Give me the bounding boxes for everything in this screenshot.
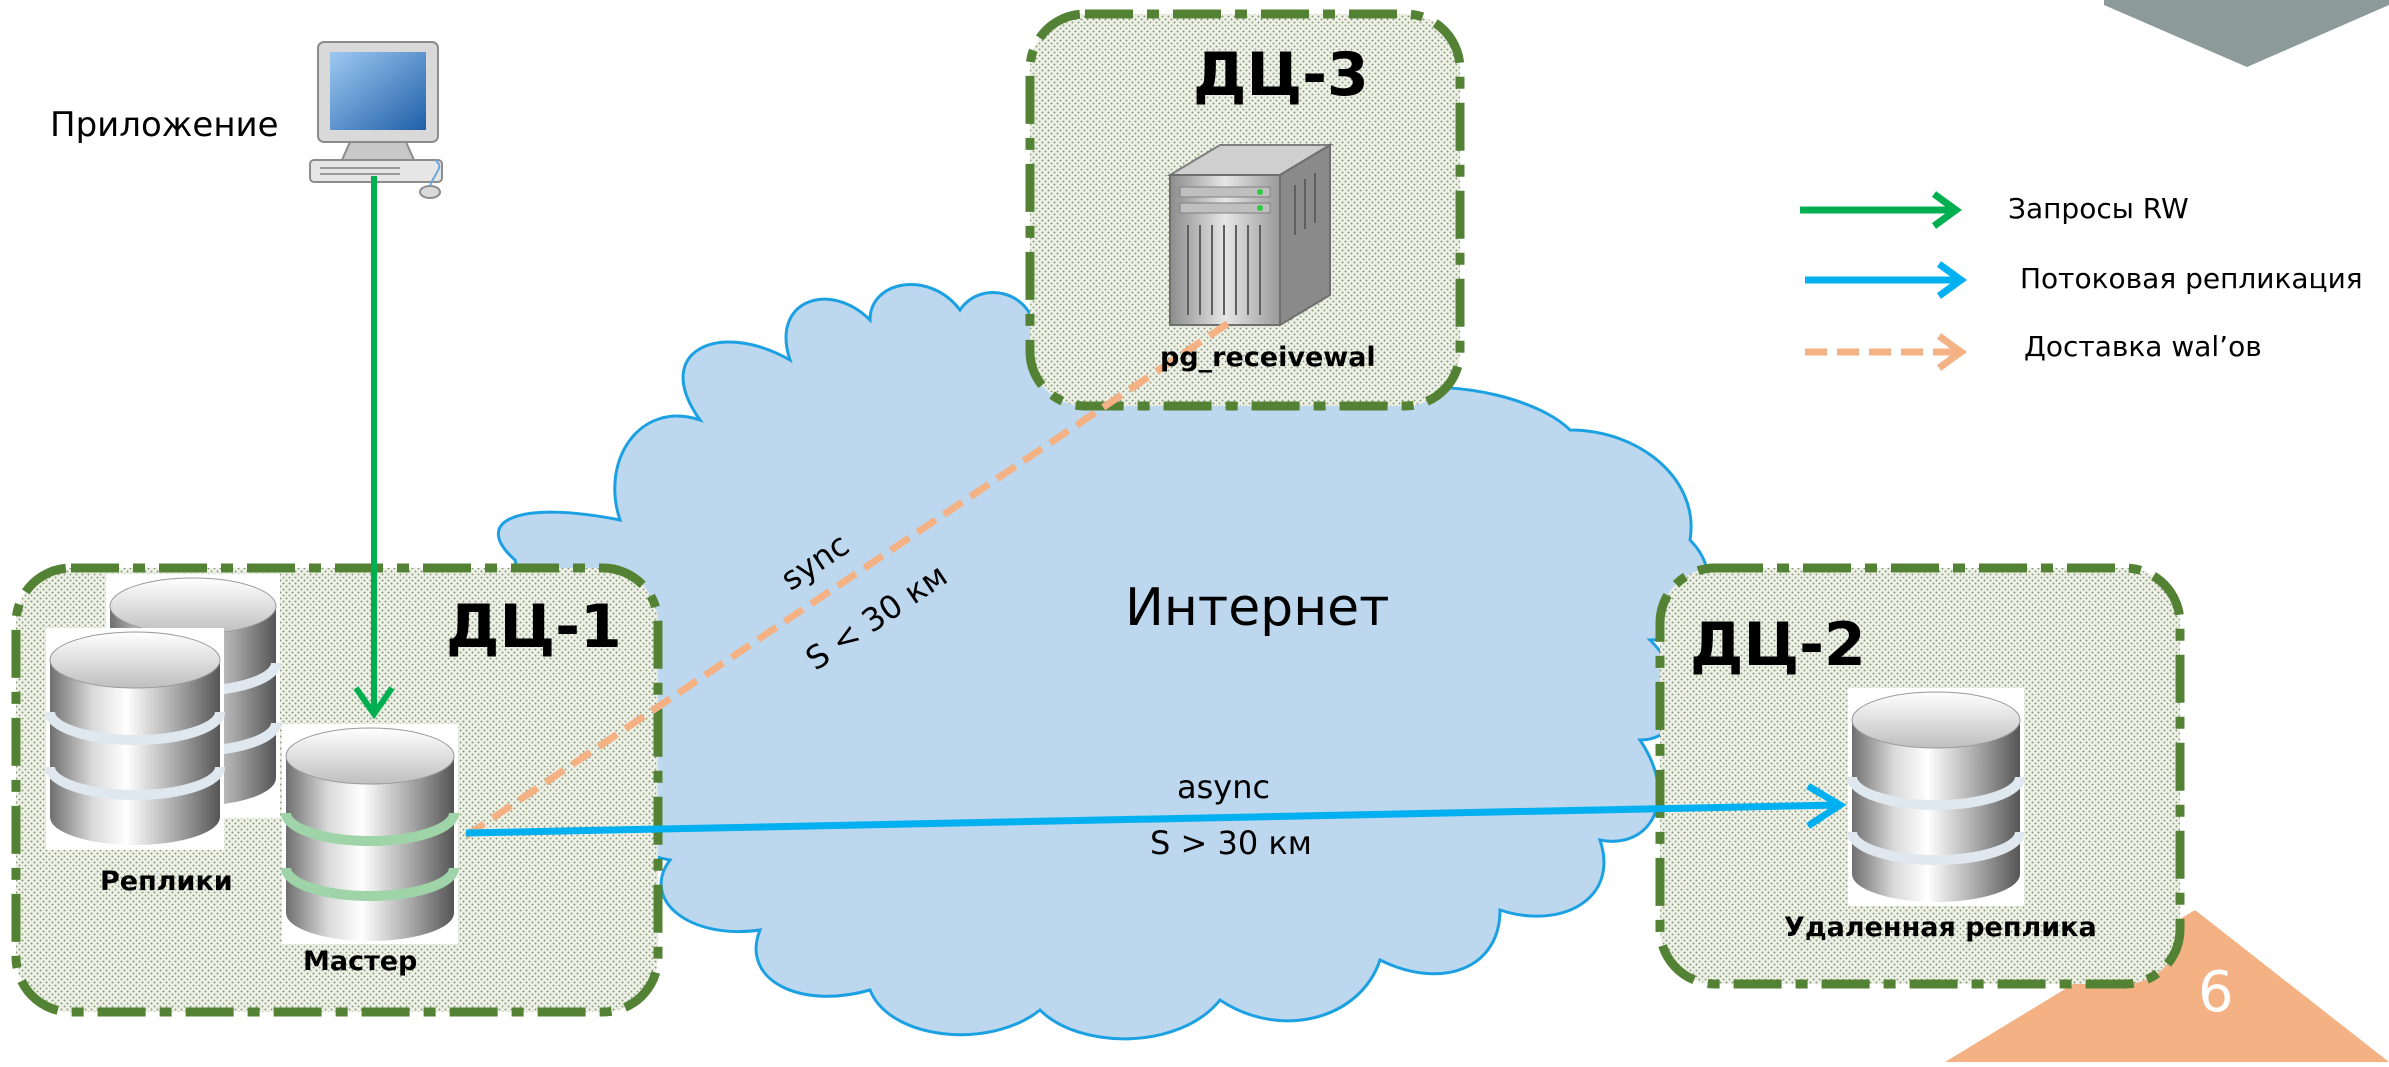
replicas-label: Реплики xyxy=(100,866,233,897)
dc3-title: ДЦ-3 xyxy=(1193,40,1369,110)
dc3-server-label: pg_receivewal xyxy=(1160,342,1376,373)
corner-decoration-top xyxy=(2104,0,2389,67)
computer-icon xyxy=(309,41,443,199)
remote-replica-label: Удаленная реплика xyxy=(1784,912,2097,943)
legend xyxy=(1800,191,1967,371)
dc1-title: ДЦ-1 xyxy=(446,592,622,662)
page-number: 6 xyxy=(2198,960,2234,1025)
application-label: Приложение xyxy=(50,105,279,145)
internet-label: Интернет xyxy=(1125,578,1390,638)
corner-decoration-bottom xyxy=(1945,910,2389,1062)
master-label: Мастер xyxy=(303,946,418,977)
legend-rw-arrowhead xyxy=(1931,191,1962,229)
async-mode-label: async xyxy=(1177,768,1271,806)
legend-rw-label: Запросы RW xyxy=(2008,192,2189,225)
streaming-replication-arrowhead xyxy=(1806,782,1847,829)
replica-db-icon-front xyxy=(45,628,225,850)
dc2-title: ДЦ-2 xyxy=(1690,610,1866,680)
wal-shipping-line xyxy=(464,319,1232,839)
legend-stream-label: Потоковая репликация xyxy=(2020,262,2363,295)
async-distance-label: S > 30 км xyxy=(1150,824,1312,862)
master-db-icon xyxy=(281,724,459,944)
legend-stream-arrowhead xyxy=(1936,261,1967,299)
server-icon xyxy=(1166,143,1334,327)
legend-wal-label: Доставка wal’ов xyxy=(2024,330,2262,363)
rw-request-arrowhead xyxy=(353,686,395,720)
streaming-replication-arrow xyxy=(465,801,1841,837)
legend-wal-arrowhead xyxy=(1936,333,1967,371)
remote-replica-db-icon xyxy=(1847,688,2025,906)
